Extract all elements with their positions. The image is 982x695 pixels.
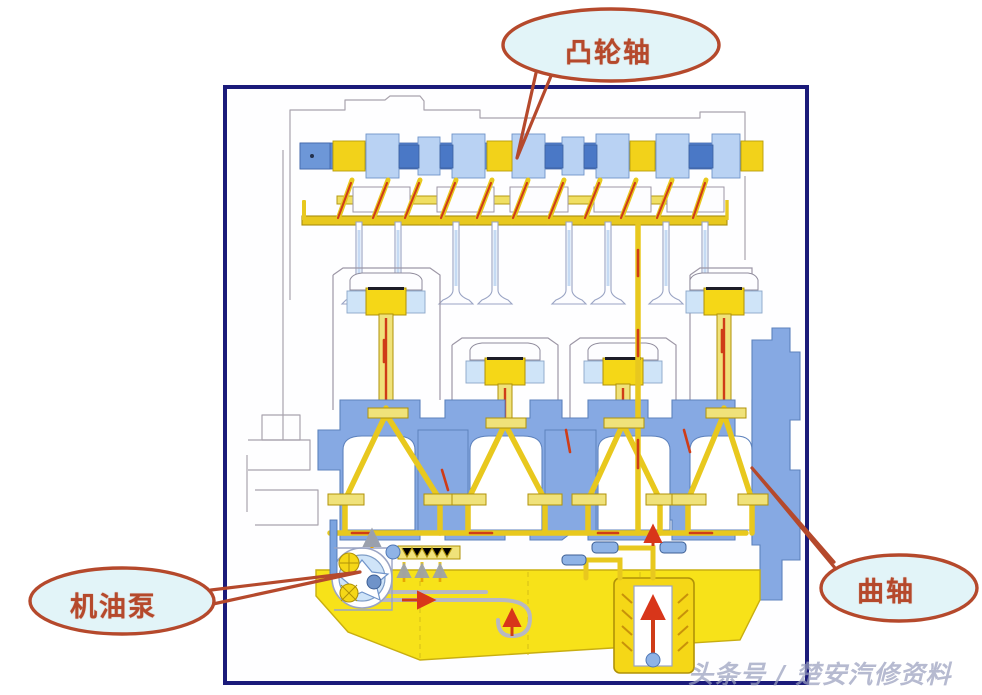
bearing-caps (327, 407, 769, 506)
engine-outline (246, 95, 746, 526)
camshaft (299, 133, 764, 179)
pointer-camshaft (515, 71, 553, 160)
pointer-crankshaft (750, 466, 847, 582)
callout-pointers (209, 71, 847, 606)
piston-assemblies (346, 272, 763, 425)
pointer-oil-pump (209, 570, 362, 606)
callout-bubbles (28, 7, 979, 636)
oil-filter (561, 523, 695, 674)
callout-bubble-oil-pump[interactable] (28, 566, 216, 636)
oil-pump (329, 519, 393, 611)
pressure-relief-valve (362, 527, 461, 582)
callout-bubble-camshaft[interactable] (501, 7, 721, 83)
rocker-arm-assembly (301, 177, 729, 226)
watermark: 头条号 / 楚安汽修资料 (688, 660, 952, 689)
callout-bubble-crankshaft[interactable] (819, 553, 979, 623)
oil-flow-indicators (350, 248, 724, 535)
